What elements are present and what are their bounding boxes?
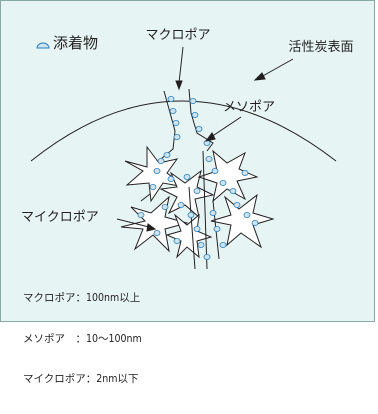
adsorbate-particle <box>211 167 219 174</box>
carbon-surface-arc <box>30 100 337 162</box>
adsorbate-particle <box>187 211 195 218</box>
pore-size-row: マイクロポア：2nm以下 <box>23 373 139 385</box>
adsorbate-particle <box>191 112 199 119</box>
adsorbate-particle <box>203 253 211 260</box>
adsorbate-legend-icon <box>36 42 50 49</box>
micropore-star-1 <box>124 145 186 203</box>
micropore-arrow <box>116 218 157 232</box>
adsorbate-particle <box>219 241 227 248</box>
pore-diagram-canvas: 添着物 マクロポア 活性炭表面 メソポア マイクロポア <box>21 28 354 270</box>
adsorbate-particle <box>193 187 201 194</box>
pore-size-row: メソポア ：10～100nm <box>23 332 142 345</box>
adsorbate-particle <box>149 183 157 190</box>
adsorbate-particle <box>229 187 237 194</box>
adsorbate-particle <box>241 169 249 176</box>
adsorbate-particle <box>157 157 165 164</box>
adsorbate-particle <box>193 225 201 232</box>
mesopore-arrow <box>204 116 242 142</box>
carbon-surface-label: 活性炭表面 <box>288 40 353 55</box>
micropore-label: マイクロポア <box>21 210 99 225</box>
micropore-star-4 <box>197 149 259 203</box>
adsorbate-particle <box>183 173 191 180</box>
adsorbate-particle <box>195 126 203 133</box>
adsorbate-particle <box>197 241 205 248</box>
pore-structure-diagram: 添着物 マクロポア 活性炭表面 メソポア マイクロポア マクロポア：100nm以… <box>0 0 375 385</box>
macropore-arrow <box>175 46 184 91</box>
mesopore-label: メソポア <box>223 100 275 115</box>
adsorbate-particle <box>167 175 175 182</box>
macropore-label: マクロポア <box>145 28 210 43</box>
adsorbate-particle <box>153 167 161 174</box>
adsorbate-particle <box>172 120 180 127</box>
adsorbate-particle <box>173 133 181 140</box>
adsorbate-particle <box>205 155 213 162</box>
adsorbate-particles <box>137 96 259 260</box>
adsorbate-particle <box>243 211 251 218</box>
adsorbate-particle <box>209 209 217 216</box>
adsorbate-particle <box>213 225 221 232</box>
carbon-surface-arrow <box>253 58 294 81</box>
adsorbate-particle <box>177 201 185 208</box>
adsorbate-particle <box>163 151 171 158</box>
adsorbate-particle <box>189 98 197 105</box>
adsorbate-particle <box>173 237 181 244</box>
adsorbate-particle <box>161 203 169 210</box>
pore-size-row: マクロポア：100nm以上 <box>23 292 141 304</box>
micropore-star-5 <box>210 193 275 249</box>
micropore-stars <box>120 145 275 259</box>
adsorbate-particle <box>167 96 175 103</box>
adsorbate-particle <box>169 108 177 115</box>
adsorbate-particle <box>251 219 259 226</box>
micropore-star-6 <box>165 213 213 259</box>
pore-size-table: マクロポア：100nm以上 メソポア ：10～100nm マイクロポア：2nm以… <box>23 265 142 414</box>
adsorbate-particle <box>233 201 241 208</box>
adsorbate-particle <box>219 179 227 186</box>
adsorbate-legend-label: 添着物 <box>53 34 98 52</box>
micropore-star-2 <box>120 195 189 253</box>
adsorbate-particle <box>137 211 145 218</box>
adsorbate-particle <box>153 229 161 236</box>
